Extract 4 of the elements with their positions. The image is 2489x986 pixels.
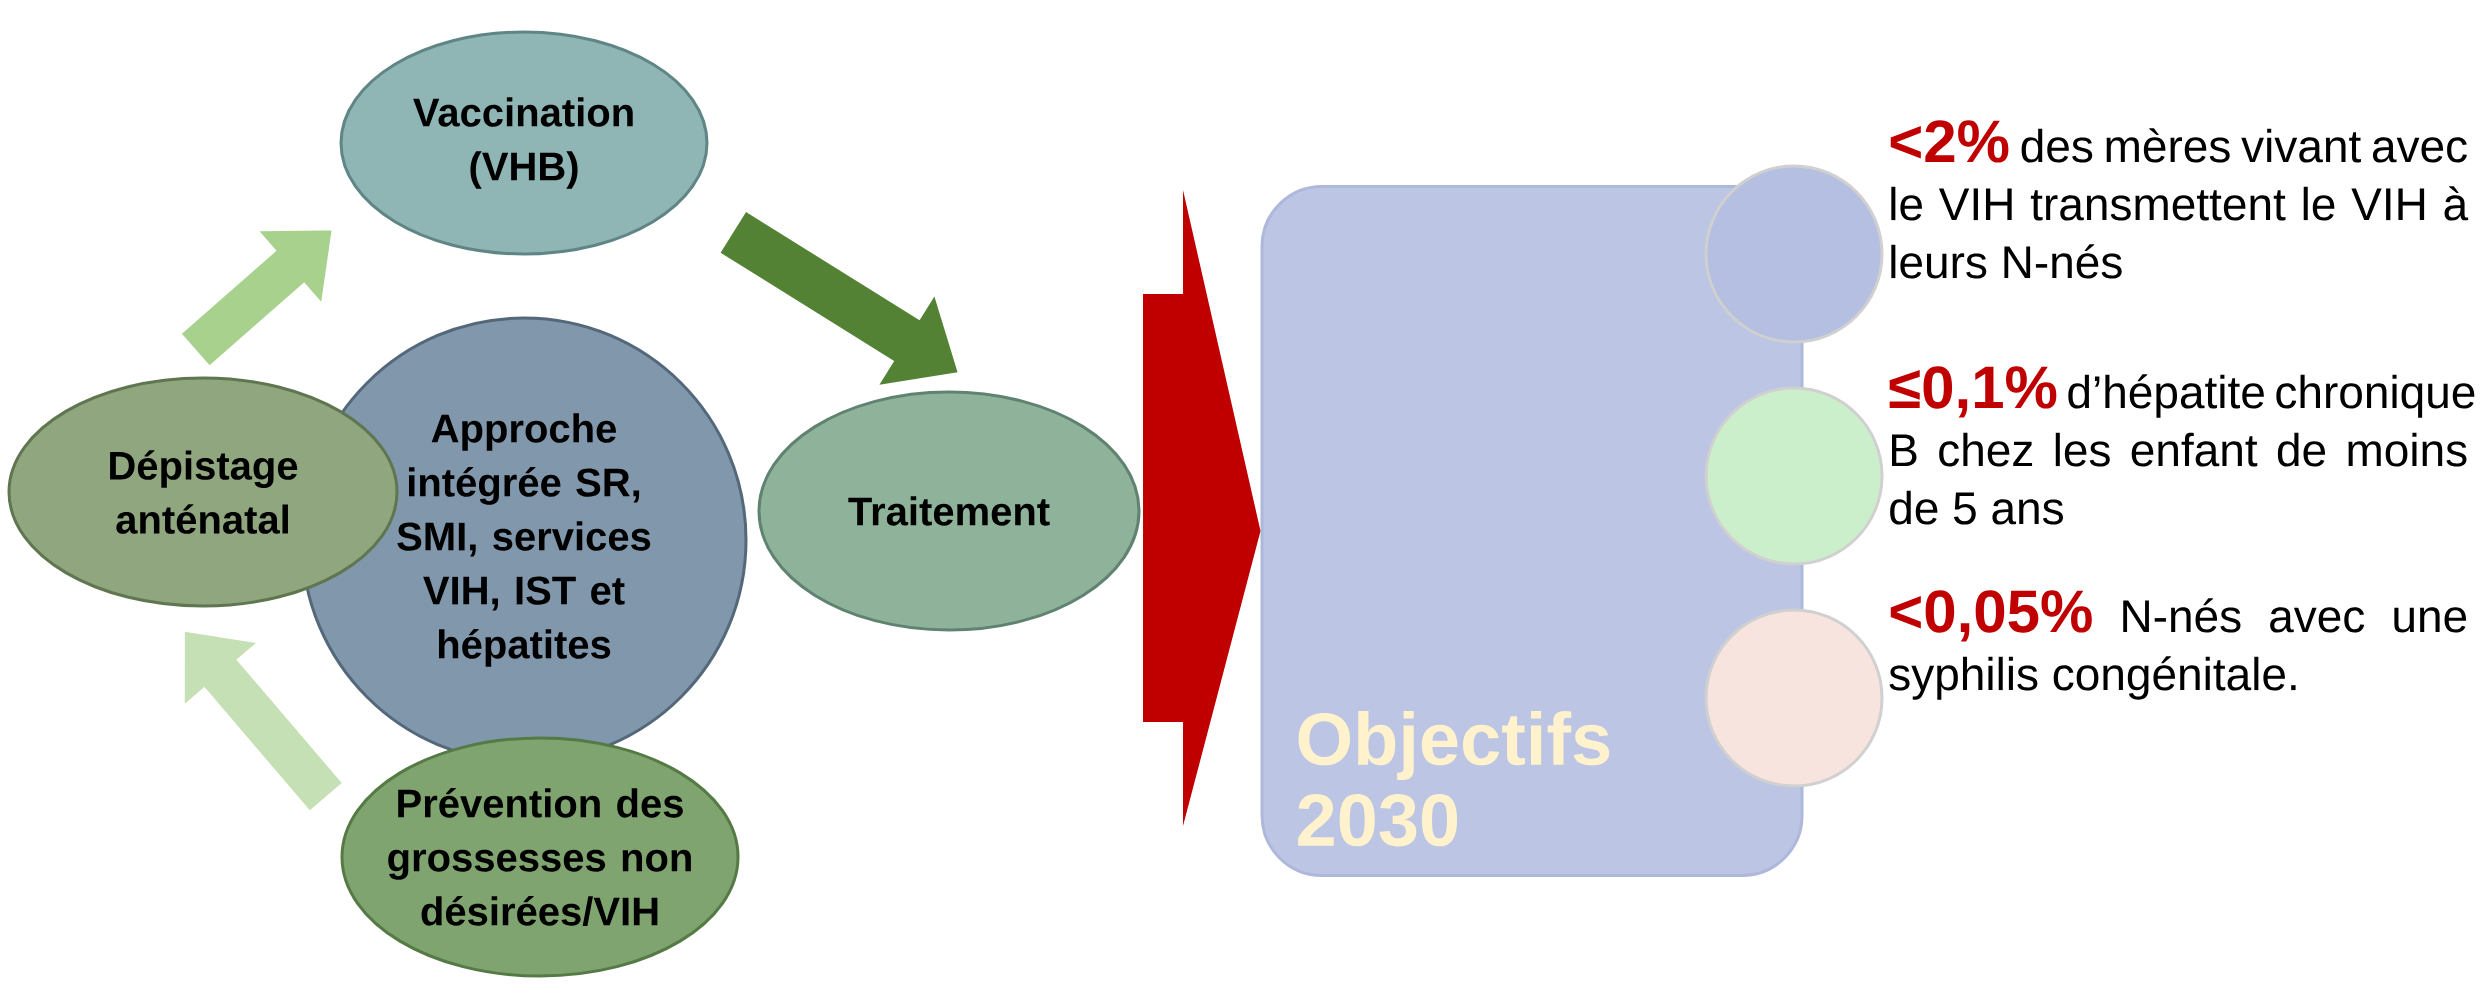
arrow — [1143, 190, 1261, 826]
goal-text: <2% des mères vivant avec le VIH transmettent le VIH à leurs N-nés — [1890, 120, 2469, 279]
goal-text: <0,05% N-nés avec une syphilis congénitale. — [1889, 590, 2467, 700]
goal-text: ≤0,1% d’hépatite chronique B chez les enfant de moins de 5 ans — [1889, 366, 2475, 525]
